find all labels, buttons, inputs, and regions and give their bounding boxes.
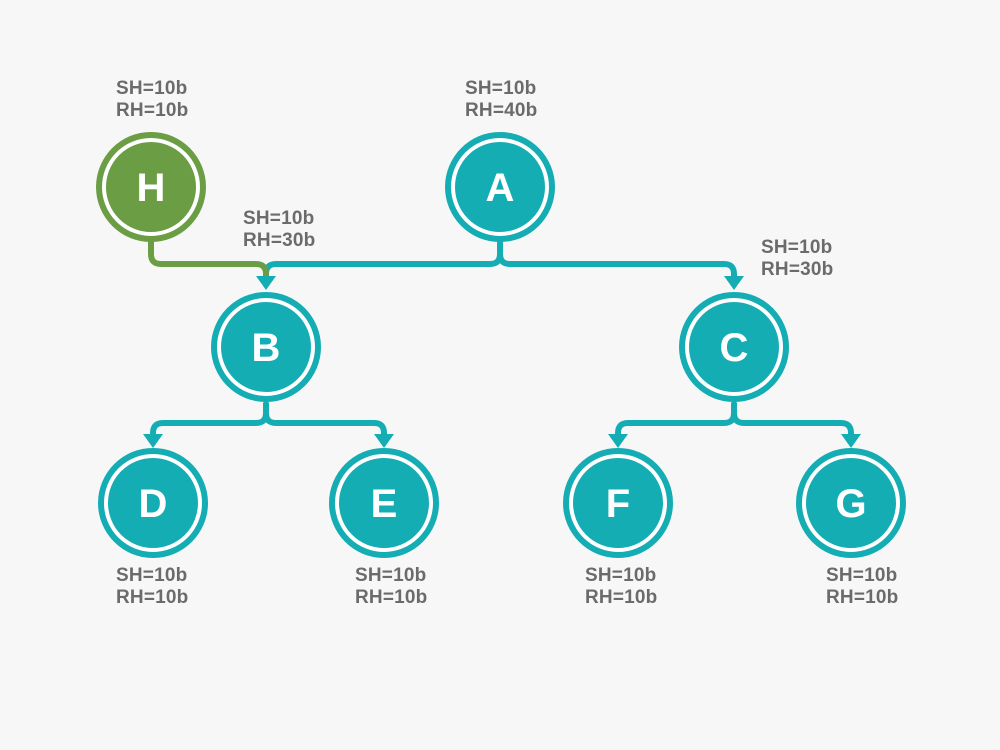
node-h-label: H bbox=[137, 166, 166, 210]
node-d-rh: RH=10b bbox=[116, 587, 189, 608]
arrowhead-g bbox=[841, 434, 861, 448]
node-d-metrics: SH=10b RH=10b bbox=[116, 565, 188, 609]
edge-a-c bbox=[497, 239, 737, 282]
node-e-sh: SH=10b bbox=[355, 565, 427, 586]
node-c-label: C bbox=[720, 326, 749, 370]
node-b: B bbox=[211, 292, 321, 402]
node-b-label: B bbox=[252, 326, 281, 370]
arrowhead-d bbox=[143, 434, 163, 448]
node-c-metrics: SH=10b RH=30b bbox=[761, 237, 833, 281]
node-g-label: G bbox=[835, 482, 866, 526]
node-e-label: E bbox=[371, 482, 398, 526]
node-c: C bbox=[679, 292, 789, 402]
node-d: D bbox=[98, 448, 208, 558]
node-f-rh: RH=10b bbox=[585, 587, 658, 608]
arrowhead-c bbox=[724, 276, 744, 290]
arrowhead-f bbox=[608, 434, 628, 448]
node-h-sh: SH=10b bbox=[116, 78, 188, 99]
node-e-rh: RH=10b bbox=[355, 587, 428, 608]
node-d-sh: SH=10b bbox=[116, 565, 188, 586]
node-h-rh: RH=10b bbox=[116, 100, 189, 121]
edge-b-e bbox=[263, 401, 387, 440]
node-f-sh: SH=10b bbox=[585, 565, 657, 586]
node-a-label: A bbox=[486, 166, 515, 210]
node-a-sh: SH=10b bbox=[465, 78, 537, 99]
node-f-label: F bbox=[606, 482, 630, 526]
node-b-metrics: SH=10b RH=30b bbox=[243, 208, 315, 252]
node-g: G bbox=[796, 448, 906, 558]
node-a-metrics: SH=10b RH=40b bbox=[465, 78, 537, 122]
node-h: H bbox=[96, 132, 206, 242]
node-g-rh: RH=10b bbox=[826, 587, 899, 608]
node-g-sh: SH=10b bbox=[826, 565, 898, 586]
node-b-sh: SH=10b bbox=[243, 208, 315, 229]
node-h-metrics: SH=10b RH=10b bbox=[116, 78, 188, 122]
edge-c-f bbox=[615, 401, 737, 440]
node-e-metrics: SH=10b RH=10b bbox=[355, 565, 427, 609]
node-a: A bbox=[445, 132, 555, 242]
node-g-metrics: SH=10b RH=10b bbox=[826, 565, 898, 609]
arrowhead-e bbox=[374, 434, 394, 448]
edge-c-g bbox=[731, 401, 854, 440]
node-b-rh: RH=30b bbox=[243, 230, 316, 251]
node-c-sh: SH=10b bbox=[761, 237, 833, 258]
node-d-label: D bbox=[139, 482, 168, 526]
node-a-rh: RH=40b bbox=[465, 100, 538, 121]
arrowhead-b bbox=[256, 276, 276, 290]
node-f-metrics: SH=10b RH=10b bbox=[585, 565, 657, 609]
edge-h-b bbox=[148, 239, 269, 282]
node-e: E bbox=[329, 448, 439, 558]
edge-b-d bbox=[150, 401, 269, 440]
node-f: F bbox=[563, 448, 673, 558]
node-c-rh: RH=30b bbox=[761, 259, 834, 280]
